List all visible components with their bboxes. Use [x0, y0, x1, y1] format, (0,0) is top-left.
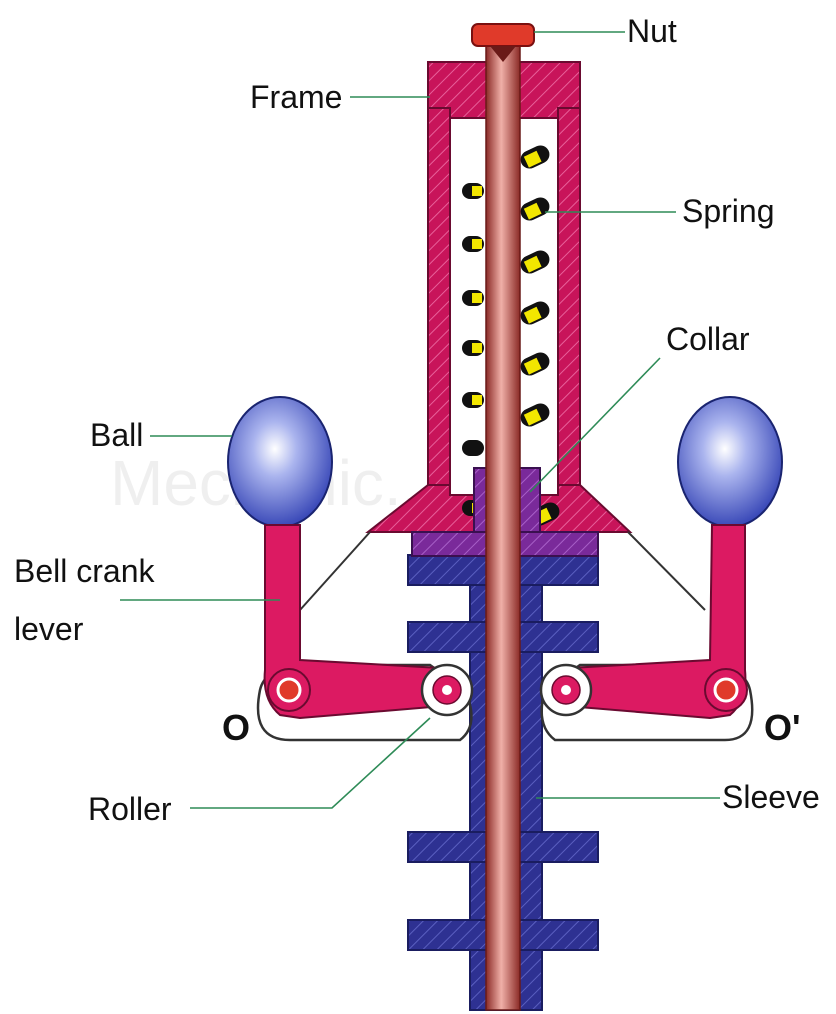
ball-right: [678, 397, 782, 527]
pivot-left: [268, 669, 310, 711]
label-sleeve: Sleeve: [722, 779, 820, 815]
arm-right: [628, 532, 705, 610]
label-roller: Roller: [88, 791, 172, 827]
label-frame: Frame: [250, 79, 342, 115]
arm-left: [300, 532, 370, 610]
label-pivot-left: O: [222, 707, 250, 748]
label-bell-crank-line1: Bell crank: [14, 553, 156, 589]
leader-collar: [530, 358, 660, 492]
pivot-right: [705, 669, 747, 711]
roller-left: [422, 665, 472, 715]
ball-left: [228, 397, 332, 527]
label-nut: Nut: [627, 13, 677, 49]
roller-right: [541, 665, 591, 715]
label-ball: Ball: [90, 417, 143, 453]
nut: [472, 24, 534, 46]
label-pivot-right: O': [764, 707, 801, 748]
label-bell-crank-line2: lever: [14, 611, 84, 647]
label-spring: Spring: [682, 193, 775, 229]
label-collar: Collar: [666, 321, 750, 357]
